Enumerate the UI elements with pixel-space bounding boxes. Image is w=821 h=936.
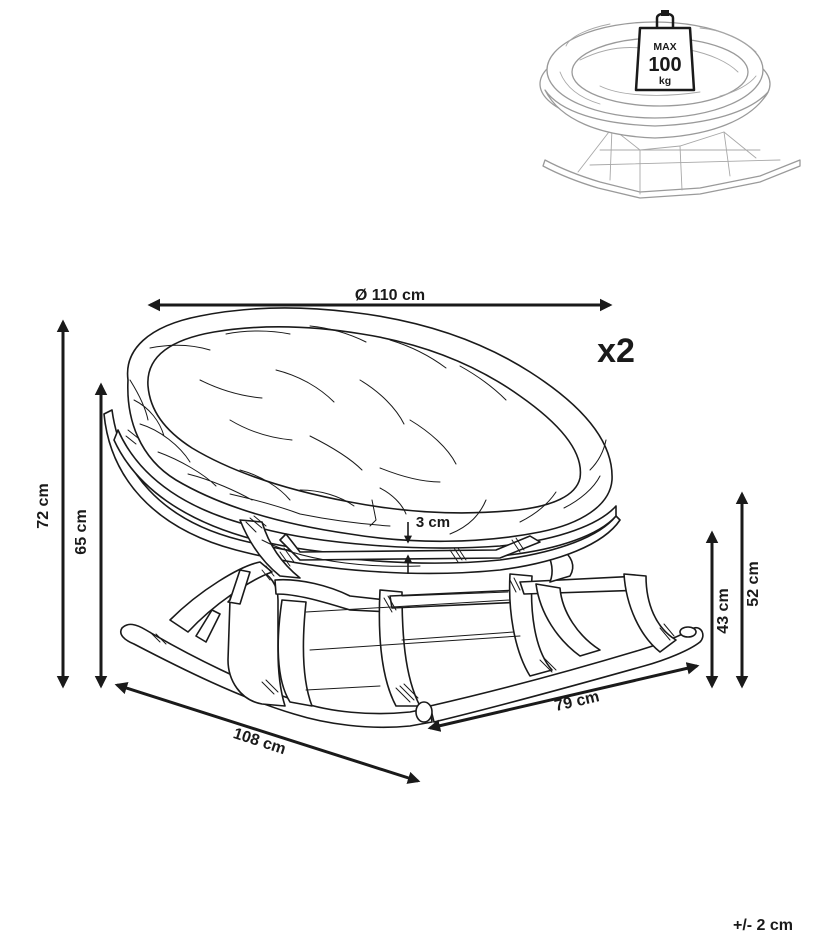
dimension-arrows [56, 298, 749, 784]
tolerance-label: +/- 2 cm [733, 917, 793, 934]
papasan-rocking-chair-illustration [103, 307, 704, 729]
bowl-frame [103, 409, 621, 579]
total-height-label: 72 cm [35, 483, 52, 528]
seat-cushion [126, 307, 613, 543]
thumbnail-chair-illustration: MAX 100 kg [539, 10, 801, 199]
weight-badge-line1: MAX [653, 41, 676, 53]
base-depth-arrow [427, 662, 700, 732]
quantity-label: x2 [597, 332, 635, 370]
diameter-label: Ø 110 cm [355, 287, 425, 304]
base-depth-label: 79 cm [553, 688, 601, 715]
seat-height-label: 43 cm [715, 588, 732, 633]
rocker-length-arrow [114, 682, 421, 784]
weight-badge-line3: kg [659, 75, 671, 87]
front-height-label: 52 cm [745, 561, 762, 606]
seat-back-height-label: 65 cm [73, 509, 90, 554]
rocker-base [119, 547, 704, 729]
cushion-thickness-label: 3 cm [416, 514, 450, 531]
weight-badge-line2: 100 [648, 54, 681, 76]
max-weight-badge: MAX 100 kg [634, 10, 696, 92]
